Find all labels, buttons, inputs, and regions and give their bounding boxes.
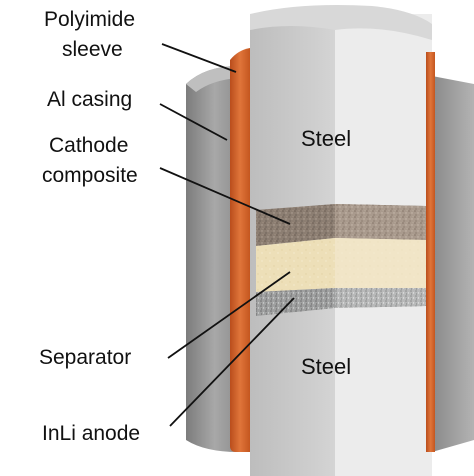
cathode-composite-layer [256,204,426,246]
al-casing-left [186,66,238,452]
inli-anode-layer [256,288,426,316]
anode-label: InLi anode [42,422,140,445]
anode-leader-line [169,297,295,427]
cathode-leader-line [159,167,291,225]
steel-bottom-label: Steel [301,354,351,379]
separator-leader-line [167,271,291,359]
cathode-label-line1: Cathode [49,134,128,157]
polyimide-label-line2: sleeve [62,38,123,61]
separator-layer [256,238,426,292]
separator-label: Separator [39,346,131,369]
al-casing-right [432,76,474,452]
polyimide-leader-line [161,43,237,73]
steel-top-label: Steel [301,126,351,151]
cathode-label-line2: composite [42,164,138,187]
polyimide-sleeve-left [230,48,250,452]
al-casing-label: Al casing [47,88,132,111]
polyimide-label-line1: Polyimide [44,8,135,31]
al-casing-leader-line [159,103,228,141]
polyimide-sleeve-right [426,52,435,452]
